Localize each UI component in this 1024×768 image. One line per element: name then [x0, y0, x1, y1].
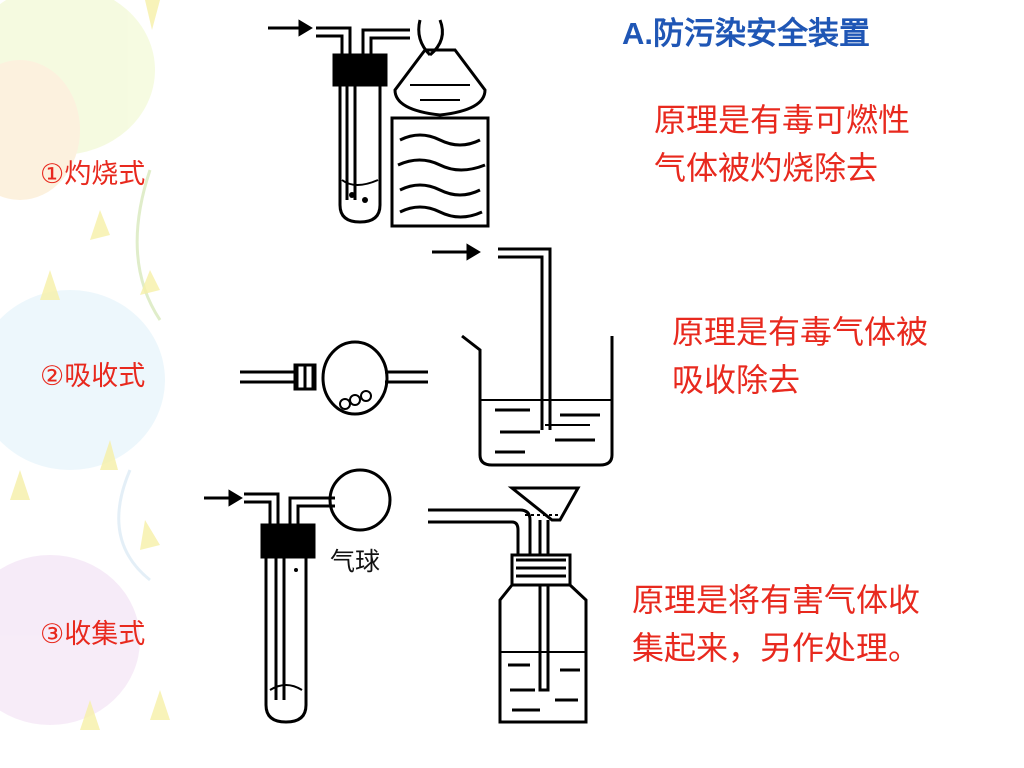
- beaker: [461, 247, 614, 467]
- gas-inlet-arrow: [268, 19, 313, 37]
- absorption-apparatus: [240, 243, 614, 467]
- sparkle-decoration: [10, 0, 170, 730]
- page-title: A.防污染安全装置: [622, 16, 870, 51]
- principle-line: 吸收除去: [672, 361, 801, 399]
- test-tube: [316, 26, 410, 224]
- principle-text-absorption: 原理是有毒气体被 吸收除去: [672, 308, 928, 404]
- principle-line: 原理是有毒可燃性: [654, 101, 911, 139]
- principle-line: 原理是将有害气体收: [632, 581, 921, 619]
- method-label-absorption: ②吸收式: [40, 361, 146, 392]
- principle-line: 原理是有毒气体被: [672, 313, 929, 351]
- gas-bottle: [428, 486, 588, 724]
- method-label-burning: ①灼烧式: [40, 159, 146, 190]
- drying-bulb: [240, 340, 428, 416]
- balloon: [328, 468, 392, 532]
- test-tube-2: [244, 492, 335, 724]
- gas-inlet-arrow-3: [204, 489, 243, 507]
- principle-text-burning: 原理是有毒可燃性 气体被灼烧除去: [654, 96, 910, 192]
- burning-apparatus: [268, 19, 490, 228]
- collection-apparatus: [204, 468, 588, 724]
- alcohol-lamp: [390, 19, 490, 228]
- method-label-collection: ③收集式: [40, 619, 146, 650]
- balloon-purple-decoration: [0, 555, 140, 725]
- principle-line: 集起来，另作处理。: [632, 629, 921, 667]
- principle-text-collection: 原理是将有害气体收 集起来，另作处理。: [632, 576, 920, 672]
- principle-line: 气体被灼烧除去: [654, 149, 879, 187]
- gas-inlet-arrow-2: [432, 243, 481, 261]
- balloon-label: 气球: [330, 547, 381, 576]
- balloon-yellow-decoration: [0, 60, 80, 200]
- balloon-blue-decoration: [0, 290, 165, 470]
